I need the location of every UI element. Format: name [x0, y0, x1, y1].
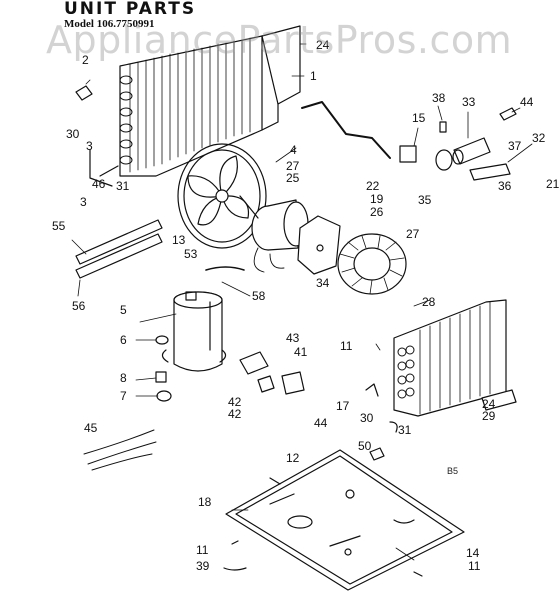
callout-33: 33	[462, 95, 476, 109]
callout-27b: 27	[406, 227, 420, 241]
callout-3a: 3	[86, 139, 93, 153]
callout-4: 4	[290, 143, 297, 157]
callout-24: 24	[316, 38, 330, 52]
fan-motor	[239, 195, 341, 275]
callout-45: 43	[286, 331, 300, 345]
bracket-part-12	[269, 477, 281, 485]
callout-38: 38	[432, 91, 446, 105]
callout-50: 46	[92, 177, 106, 191]
base-pan	[225, 449, 465, 591]
foot-part	[156, 390, 172, 402]
callout-34: 34	[316, 276, 330, 290]
callout-42: 42	[228, 395, 242, 409]
overload-part	[257, 375, 275, 393]
callout-53: 53	[184, 247, 198, 261]
callout-30b: 30	[360, 411, 374, 425]
callout-17: 15	[412, 111, 426, 125]
callout-37: 37	[508, 139, 522, 153]
power-cord	[83, 429, 157, 471]
callout-14: 17	[336, 399, 350, 413]
callout-48: 45	[84, 421, 98, 435]
callout-31b: 31	[398, 423, 412, 437]
strap-part	[499, 107, 517, 121]
callout-26: 26	[370, 205, 384, 219]
page-title: UNIT PARTS	[64, 0, 197, 19]
callout-1: 1	[310, 69, 317, 83]
callout-15: 14	[466, 546, 480, 560]
screw-part-15	[413, 571, 423, 577]
callout-27a: 27	[286, 159, 300, 173]
callout-7: 7	[120, 389, 127, 403]
terminal-box	[281, 371, 305, 395]
callout-3b: 3	[80, 195, 87, 209]
callout-29: 29	[482, 409, 496, 423]
model-number: Model 106.7750991	[64, 18, 155, 30]
callout-30: 30	[66, 127, 80, 141]
grommet-part	[155, 335, 169, 345]
callout-22: 24	[482, 397, 496, 411]
compressor	[161, 291, 227, 372]
callout-13: 13	[172, 233, 186, 247]
callout-12: 12	[286, 451, 300, 465]
callout-5: 5	[120, 303, 127, 317]
evaporator-coil	[393, 299, 507, 417]
bracket-part	[75, 85, 93, 101]
callout-11c: 11	[468, 559, 481, 573]
filter-part	[481, 389, 517, 411]
bracket-part-14	[365, 383, 379, 397]
callout-32: 32	[532, 131, 546, 145]
screw-part	[223, 540, 247, 571]
terminal-cover	[239, 351, 269, 375]
callout-46: 44	[520, 95, 534, 109]
callout-44: 44	[314, 416, 328, 430]
callout-20: 22	[366, 179, 380, 193]
clip-part-54	[369, 447, 385, 461]
copper-tubes	[75, 219, 163, 279]
callout-21: 21	[546, 177, 560, 191]
callout-54: 50	[358, 439, 372, 453]
capacitor	[452, 137, 491, 165]
thermostat-part	[469, 163, 511, 181]
fan-blade	[177, 143, 267, 249]
watermark: AppliancePartsPros.com	[46, 18, 513, 62]
spacer-part	[155, 371, 167, 383]
callout-55: 55	[52, 219, 66, 233]
callout-35: 35	[418, 193, 432, 207]
callout-8: 8	[120, 371, 127, 385]
callout-43: 42	[228, 407, 242, 421]
clip-part	[439, 121, 447, 133]
callout-25: 25	[286, 171, 300, 185]
callout-41: 41	[294, 345, 308, 359]
callout-18: 18	[198, 495, 212, 509]
callout-11b: 11	[196, 543, 209, 557]
callout-28: 28	[422, 295, 436, 309]
callout-11a: 11	[340, 339, 353, 353]
callout-31: 31	[116, 179, 130, 193]
tubing-part	[89, 149, 119, 187]
blower-wheel	[337, 233, 407, 295]
clip-part-31	[389, 421, 398, 433]
callout-36: 36	[498, 179, 512, 193]
callout-56: 56	[72, 299, 86, 313]
callout-19: 19	[370, 192, 384, 206]
callout-2: 2	[82, 53, 89, 67]
callout-58: 58	[252, 289, 266, 303]
selector-switch	[399, 145, 417, 163]
callout-labels: 24 1 2 30 3 46 31 3 4 27 25 22 19 26 27 …	[52, 38, 560, 573]
callout-39: 39	[196, 559, 210, 573]
callout-6: 6	[120, 333, 127, 347]
diagram-code: B5	[447, 466, 459, 476]
wire-harness	[205, 266, 245, 271]
knob-part	[435, 149, 453, 171]
condenser-coil	[119, 25, 301, 177]
connecting-rod	[301, 101, 391, 159]
